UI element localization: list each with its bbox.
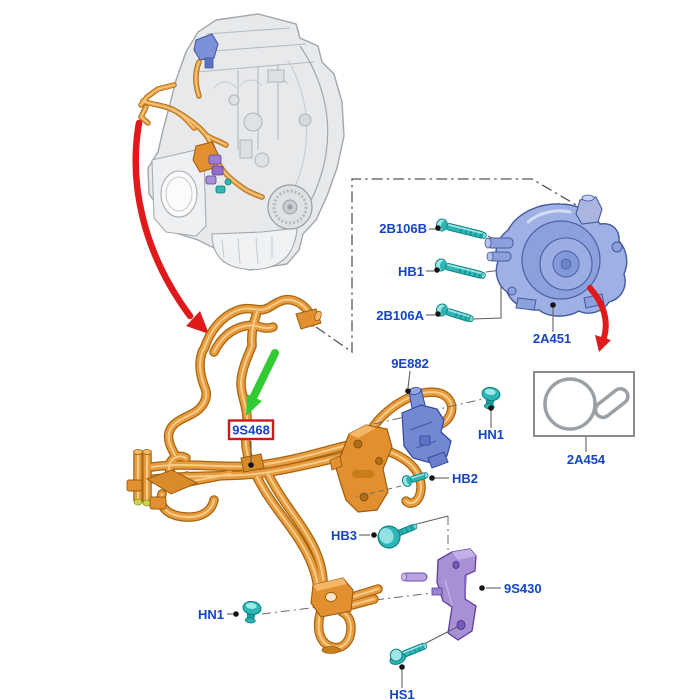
engine-blue-fitting xyxy=(193,33,219,69)
vacuum-pump xyxy=(484,194,628,317)
callout-9e882[interactable]: 9E882 xyxy=(391,356,429,371)
callout-hb2[interactable]: HB2 xyxy=(452,471,478,486)
hb3-leader xyxy=(412,515,449,526)
fuel-tube-assembly xyxy=(126,300,452,654)
callout-hs1[interactable]: HS1 xyxy=(389,687,414,700)
callout-hn1-upper[interactable]: HN1 xyxy=(478,427,504,442)
o-ring xyxy=(543,377,597,431)
red-arrow-pump-to-seals xyxy=(587,285,611,352)
axis-line-lower xyxy=(261,590,449,615)
tube-hub xyxy=(145,469,199,495)
support-bracket-9s430 xyxy=(401,548,477,641)
callout-leaders xyxy=(227,225,587,688)
bolt-hb3 xyxy=(377,523,418,549)
engine-teal-connectors xyxy=(215,178,232,194)
bolt-hb1 xyxy=(433,257,488,283)
bolt-hb2 xyxy=(401,472,429,487)
green-arrow-highlight xyxy=(246,349,279,416)
callout-2a451[interactable]: 2A451 xyxy=(533,331,571,346)
callout-2b106a[interactable]: 2B106A xyxy=(376,308,424,323)
callout-9s468-highlighted[interactable]: 9S468 xyxy=(227,419,275,441)
callout-hb3[interactable]: HB3 xyxy=(331,528,357,543)
pump-detail-box-outline xyxy=(315,178,579,354)
callout-9s468[interactable]: 9S468 xyxy=(232,423,270,438)
hs1-leader xyxy=(423,626,458,645)
callout-labels: 2B106B HB1 2B106A 2A451 2A454 9E882 HN1 … xyxy=(198,221,606,700)
seal-kit-box xyxy=(533,371,635,437)
tube-green-tip xyxy=(133,498,143,506)
engine-oil-pan xyxy=(211,227,298,271)
callout-2a454[interactable]: 2A454 xyxy=(567,452,606,467)
gasket xyxy=(593,387,630,420)
engine-illustration xyxy=(141,13,345,271)
engine-crank-pulley xyxy=(267,184,313,230)
stud-2b106a xyxy=(434,302,476,326)
callout-2b106b[interactable]: 2B106B xyxy=(379,221,427,236)
highlight-box xyxy=(227,419,275,441)
stud-2b106b xyxy=(434,217,489,243)
tube-top-connector xyxy=(295,308,322,330)
hb2-leader-dashed xyxy=(355,485,402,498)
callout-hn1-lower[interactable]: HN1 xyxy=(198,607,224,622)
bolt-hs1 xyxy=(389,642,428,665)
engine-purple-connectors xyxy=(205,154,224,185)
red-arrow-engine-to-tubes xyxy=(132,119,209,334)
tube-end-fitting xyxy=(310,577,354,654)
solenoid-9e882 xyxy=(401,386,452,469)
callout-9s430[interactable]: 9S430 xyxy=(504,581,542,596)
tube-mounting-bracket xyxy=(329,424,393,513)
grommet-hn1-lower xyxy=(240,599,263,625)
callout-hb1[interactable]: HB1 xyxy=(398,264,424,279)
